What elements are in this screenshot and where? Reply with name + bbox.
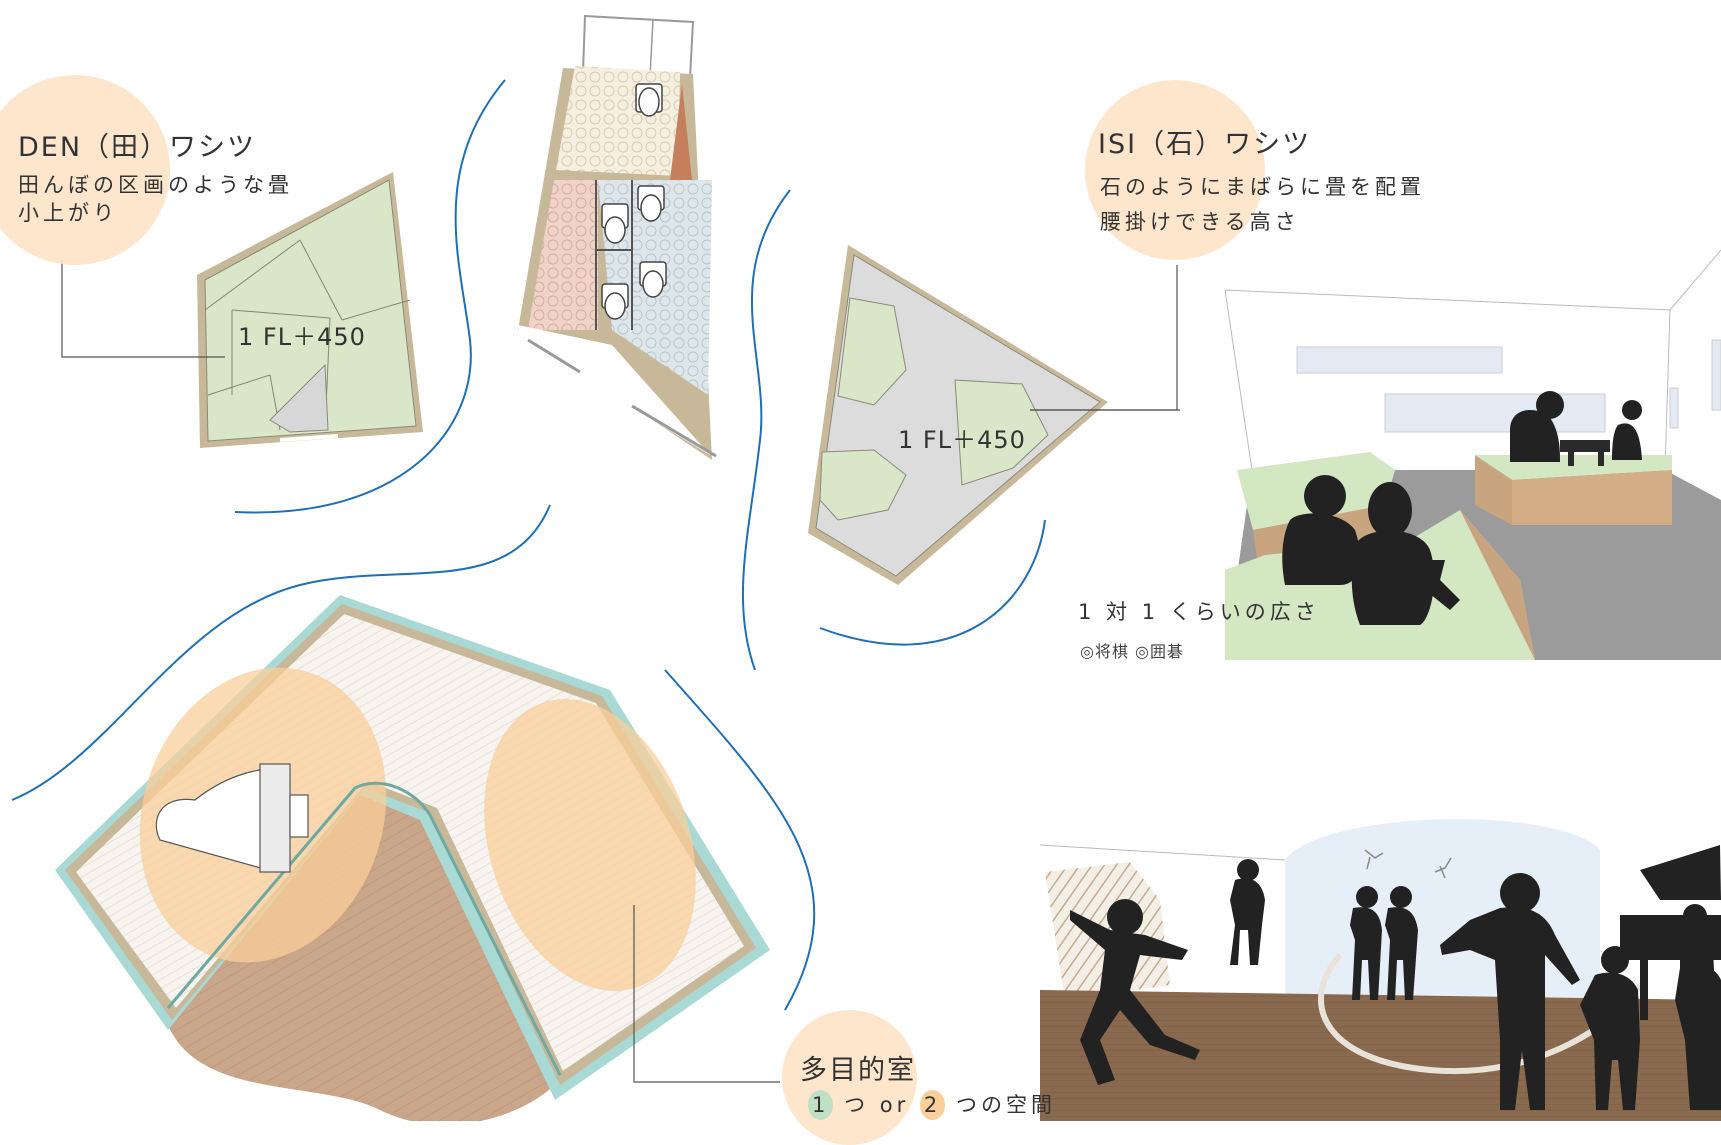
isi-bubble <box>1085 80 1265 260</box>
flow-line-5 <box>819 519 1046 646</box>
toilet-plan <box>518 14 717 460</box>
den-fl-label: 1 FL＋450 <box>238 323 366 351</box>
isi-plan <box>808 245 1180 585</box>
isi-leader-line <box>1030 265 1178 411</box>
den-desc-line2: 小上がり <box>18 201 118 225</box>
den-title: DEN（田）ワシツ <box>18 132 257 163</box>
tamokuteki-subtitle: 1 つ or 2 つの空間 <box>808 1090 1056 1120</box>
space-count-mid: つ or <box>844 1093 910 1117</box>
flow-line-2 <box>741 189 791 671</box>
floor-plan-board <box>11 14 1721 1121</box>
multipurpose-leader-line <box>633 905 780 1083</box>
space-count-tail: つの空間 <box>955 1093 1056 1117</box>
blue-flow-lines <box>11 79 1046 1011</box>
isi-title: ISI（石）ワシツ <box>1098 129 1312 160</box>
space-count-one: 1 <box>808 1090 834 1120</box>
flow-line-4 <box>664 669 816 1011</box>
den-plan <box>197 172 423 448</box>
isi-caption: 1 対 1 くらいの広さ <box>1078 600 1320 624</box>
isi-desc-line1: 石のようにまばらに畳を配置 <box>1100 175 1425 199</box>
flow-line-3 <box>11 504 551 801</box>
multipurpose-plan <box>55 595 770 1121</box>
isi-activities: ◎将棋 ◎囲碁 <box>1080 642 1185 661</box>
flow-line-1 <box>234 79 506 514</box>
multipurpose-perspective <box>1039 815 1721 1121</box>
den-leader-line <box>61 260 225 358</box>
isi-desc-line2: 腰掛けできる高さ <box>1100 210 1300 234</box>
den-desc-line1: 田んぼの区画のような畳 <box>18 173 293 197</box>
isi-perspective <box>1224 249 1721 660</box>
isi-fl-label: 1 FL＋450 <box>898 426 1026 454</box>
den-bubble <box>0 75 170 265</box>
tamokuteki-title: 多目的室 <box>800 1055 916 1086</box>
space-count-two: 2 <box>919 1090 946 1120</box>
